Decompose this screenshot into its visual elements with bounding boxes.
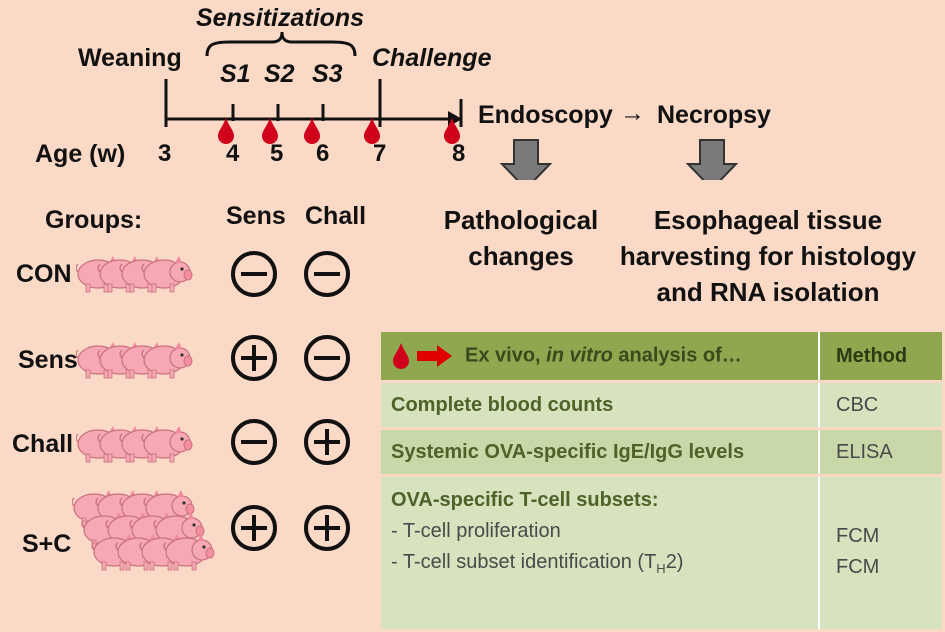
sens-header: Sens	[226, 202, 286, 230]
pig-icon	[72, 489, 215, 571]
analysis-table-header: Ex vivo, in vitro analysis of… Method	[381, 332, 942, 380]
pig-icon	[76, 341, 193, 379]
table-row: Systemic OVA-specific IgE/IgG levels ELI…	[381, 430, 942, 474]
method-header: Method	[818, 332, 942, 380]
tcell-item-subset-sub: H	[656, 561, 666, 576]
pig-icon	[76, 255, 193, 293]
s3-label: S3	[312, 60, 343, 88]
analysis-header-text-1: Ex vivo,	[465, 344, 547, 367]
procedure-arrow: →	[620, 99, 645, 127]
pig-icon	[76, 425, 193, 463]
plus-circle-icon	[304, 505, 350, 551]
age-label: Age (w)	[35, 140, 126, 168]
tick-label: 8	[452, 140, 466, 167]
group-name-sens: Sens	[18, 346, 78, 374]
analysis-row-method: CBC	[818, 383, 942, 427]
analysis-header-text-italic: in vitro	[546, 344, 613, 367]
tick-label: 5	[270, 140, 284, 167]
analysis-row-label: Systemic OVA-specific IgE/IgG levels	[381, 430, 818, 474]
weaning-label: Weaning	[78, 44, 182, 72]
endoscopy-label: Endoscopy	[478, 101, 613, 129]
analysis-row-label: Complete blood counts	[381, 383, 818, 427]
tcell-method-2: FCM	[836, 556, 880, 578]
tcell-methods: FCM FCM	[818, 477, 942, 629]
down-arrow-icon	[499, 139, 739, 180]
plus-circle-icon	[231, 505, 277, 551]
blood-drop-icon	[393, 343, 409, 369]
tick-label: 7	[373, 140, 387, 167]
tcell-method-1: FCM	[836, 525, 880, 547]
group-name-chall: Chall	[12, 430, 74, 458]
minus-circle-icon	[304, 251, 350, 297]
chall-header: Chall	[305, 202, 367, 230]
tcell-item-subset-after: 2)	[665, 551, 684, 573]
challenge-label: Challenge	[372, 44, 492, 72]
table-row: OVA-specific T-cell subsets: - T-cell pr…	[381, 477, 942, 629]
tick-label: 4	[226, 140, 240, 167]
esophageal-harvest-label: Esophageal tissue harvesting for histolo…	[619, 205, 917, 307]
minus-circle-icon	[231, 419, 277, 465]
tcell-item-subset-text: - T-cell subset identification (T	[391, 551, 657, 573]
s2-label: S2	[264, 60, 295, 88]
sensitizations-label: Sensitizations	[196, 4, 365, 32]
analysis-header-text-2: analysis of…	[612, 344, 742, 367]
blood-drop-icon	[218, 118, 460, 144]
analysis-header-cell: Ex vivo, in vitro analysis of…	[381, 332, 818, 380]
tcell-cell: OVA-specific T-cell subsets: - T-cell pr…	[381, 477, 818, 629]
timeline-svg	[164, 31, 739, 180]
necropsy-label: Necropsy	[657, 101, 771, 129]
tcell-label: OVA-specific T-cell subsets:	[391, 489, 659, 511]
tcell-item-subset: - T-cell subset identification (TH2)	[391, 551, 808, 576]
tick-label: 3	[158, 140, 172, 167]
tcell-item-proliferation: - T-cell proliferation	[391, 520, 561, 542]
groups-header: Groups:	[45, 206, 143, 234]
minus-circle-icon	[231, 251, 277, 297]
table-row: Complete blood counts CBC	[381, 383, 942, 427]
analysis-row-method: ELISA	[818, 430, 942, 474]
analysis-table: Ex vivo, in vitro analysis of… Method Co…	[381, 329, 942, 632]
plus-circle-icon	[304, 419, 350, 465]
plus-circle-icon	[231, 335, 277, 381]
tick-label: 6	[316, 140, 330, 167]
group-name-con: CON	[16, 260, 72, 288]
pathological-changes-label: Pathological changes	[443, 205, 599, 271]
minus-circle-icon	[304, 335, 350, 381]
s1-label: S1	[220, 60, 251, 88]
group-name-sc: S+C	[22, 530, 72, 558]
red-arrow-icon	[417, 345, 452, 367]
sensitization-brace	[205, 31, 357, 57]
